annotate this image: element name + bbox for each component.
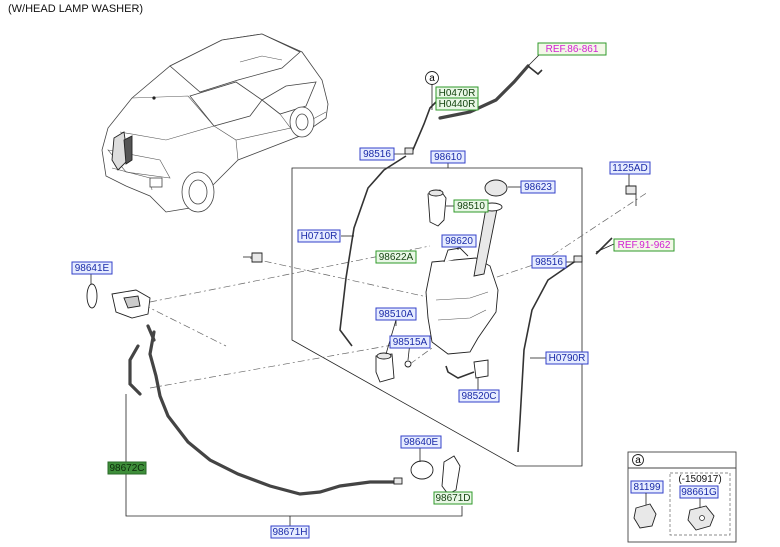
svg-text:98623: 98623 <box>524 182 552 193</box>
label-98516-right[interactable]: 98516 <box>531 255 567 269</box>
reservoir-tank <box>425 257 499 355</box>
label-98671h[interactable]: 98671H <box>270 525 310 539</box>
label-98516-top[interactable]: 98516 <box>359 147 395 161</box>
bolt-1125ad <box>625 185 637 195</box>
filler-cap <box>484 179 508 197</box>
inset-detail-a: a 81199 (-150917) 98661G <box>627 451 737 543</box>
label-h0470r[interactable]: H0470R <box>435 86 479 100</box>
svg-text:98671H: 98671H <box>272 527 307 538</box>
svg-text:98622A: 98622A <box>379 252 414 263</box>
label-h0710r[interactable]: H0710R <box>297 229 341 243</box>
clip-81199 <box>633 503 657 529</box>
svg-text:98515A: 98515A <box>393 337 428 348</box>
svg-text:81199: 81199 <box>633 482 661 493</box>
label-98620[interactable]: 98620 <box>441 234 477 248</box>
headlamp-nozzle-98671d <box>441 455 461 495</box>
label-98610[interactable]: 98610 <box>430 150 466 164</box>
label-98520c[interactable]: 98520C <box>458 389 500 403</box>
label-h0440r[interactable]: H0440R <box>435 97 479 111</box>
label-98510[interactable]: 98510 <box>453 199 489 213</box>
label-98640e[interactable]: 98640E <box>400 435 442 449</box>
svg-text:1125AD: 1125AD <box>612 163 647 174</box>
svg-text:98671D: 98671D <box>435 493 470 504</box>
callout-a: a <box>425 71 439 85</box>
svg-text:(-150917): (-150917) <box>678 474 721 485</box>
grommet-98622a <box>251 252 263 263</box>
inset-date-note: (-150917) <box>678 474 721 485</box>
svg-text:a: a <box>429 73 435 84</box>
label-98641e[interactable]: 98641E <box>71 261 113 275</box>
svg-text:H0440R: H0440R <box>439 99 476 110</box>
label-98623[interactable]: 98623 <box>520 180 556 194</box>
washer-pump <box>427 189 447 227</box>
svg-text:H0470R: H0470R <box>439 88 476 99</box>
svg-text:98640E: 98640E <box>404 437 439 448</box>
svg-text:98672C: 98672C <box>109 463 144 474</box>
level-sensor <box>473 359 489 379</box>
label-1125ad[interactable]: 1125AD <box>609 161 651 175</box>
svg-text:98516: 98516 <box>535 257 563 268</box>
svg-text:98520C: 98520C <box>461 391 496 402</box>
svg-text:REF.91-962: REF.91-962 <box>618 240 671 251</box>
label-h0790r[interactable]: H0790R <box>545 351 589 365</box>
inset-variant-box <box>669 472 731 536</box>
label-81199[interactable]: 81199 <box>630 480 664 494</box>
svg-text:98510: 98510 <box>457 201 485 212</box>
label-98510a[interactable]: 98510A <box>375 307 417 321</box>
svg-text:98610: 98610 <box>434 152 462 163</box>
vehicle-illustration <box>101 33 329 213</box>
oring-98641e <box>86 283 98 309</box>
svg-text:REF.86-861: REF.86-861 <box>546 44 599 55</box>
svg-text:98510A: 98510A <box>379 309 414 320</box>
svg-text:H0710R: H0710R <box>301 231 338 242</box>
label-98661g[interactable]: 98661G <box>679 485 719 499</box>
label-ref-91-962[interactable]: REF.91-962 <box>613 238 675 252</box>
label-98672c[interactable]: 98672C <box>107 461 147 475</box>
filler-neck <box>473 203 499 277</box>
label-98622a[interactable]: 98622A <box>375 250 417 264</box>
svg-text:98620: 98620 <box>445 236 473 247</box>
label-98515a[interactable]: 98515A <box>389 335 431 349</box>
grommet-98515a <box>404 360 412 368</box>
svg-text:98516: 98516 <box>363 149 391 160</box>
assembly-frame <box>291 167 583 467</box>
label-ref-86-861[interactable]: REF.86-861 <box>537 42 607 56</box>
svg-text:H0790R: H0790R <box>549 353 586 364</box>
nozzle-cap <box>410 460 434 480</box>
svg-text:98641E: 98641E <box>75 263 110 274</box>
label-98671d[interactable]: 98671D <box>433 491 473 505</box>
header-title: (W/HEAD LAMP WASHER) <box>8 3 144 15</box>
svg-text:98661G: 98661G <box>681 487 717 498</box>
inset-callout-a: a <box>632 454 644 466</box>
svg-text:a: a <box>635 455 641 466</box>
